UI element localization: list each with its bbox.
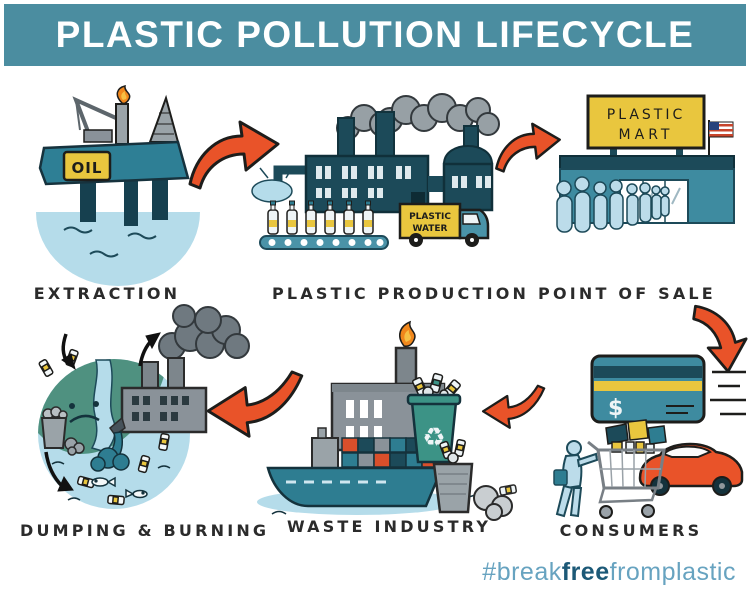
oil-sign-text: OIL xyxy=(72,159,103,177)
conveyor-belt xyxy=(259,235,389,250)
curved-arrow-down-icon xyxy=(692,304,748,373)
rig-legs xyxy=(80,174,168,226)
store-sign-line2: MART xyxy=(619,127,674,143)
point-of-sale-illustration: PLASTIC MART xyxy=(552,92,742,260)
dark-smoke-icon xyxy=(158,304,250,360)
factory-windows xyxy=(316,166,491,198)
cycle-arrows xyxy=(44,332,161,492)
waste-industry-icon: ♻ xyxy=(257,320,518,521)
store-sign-line1: PLASTIC xyxy=(607,107,685,123)
burning-factory xyxy=(120,386,208,434)
extraction-illustration: OIL xyxy=(28,84,208,286)
header-banner: PLASTIC POLLUTION LIFECYCLE xyxy=(4,4,746,66)
shopper-person xyxy=(553,440,599,518)
river xyxy=(90,359,117,453)
stage-label-plastic-production: PLASTIC PRODUCTION xyxy=(272,284,530,303)
plastic-production-illustration: PLASTIC WATER xyxy=(248,92,500,267)
curved-arrow-right-icon xyxy=(188,120,280,190)
dump-trash-can xyxy=(40,406,85,456)
conveyor-rollers xyxy=(268,239,384,246)
shopping-cart-icon xyxy=(587,440,666,519)
arrow-waste-to-dumping xyxy=(198,370,310,448)
stage-label-extraction: EXTRACTION xyxy=(33,284,181,303)
dumping-burning-illustration xyxy=(22,302,250,524)
polluted-earth-icon xyxy=(38,304,250,509)
customer-queue xyxy=(556,176,670,233)
hashtag-bold: free xyxy=(561,558,610,586)
store-icon: PLASTIC MART xyxy=(556,94,735,233)
sad-face xyxy=(69,401,100,424)
trash-can-icon xyxy=(432,438,474,514)
smokestack xyxy=(167,357,185,389)
oil-sign xyxy=(62,150,112,182)
trash-bags xyxy=(473,484,518,521)
arrow-pos-to-consumers xyxy=(690,298,748,376)
truck-text-line2: WATER xyxy=(412,224,447,234)
truck-text-line1: PLASTIC xyxy=(409,212,451,222)
smokestack xyxy=(141,361,159,389)
flag-icon xyxy=(708,120,734,158)
wave-lines xyxy=(51,461,171,501)
curved-arrow-left-icon xyxy=(206,370,304,438)
sea-water xyxy=(36,212,200,286)
factory-icon: PLASTIC WATER xyxy=(251,93,500,250)
fish xyxy=(91,476,148,499)
campaign-hashtag: #breakfreefromplastic xyxy=(482,558,736,587)
stage-label-point-of-sale: POINT OF SALE xyxy=(538,284,716,303)
bottle-row xyxy=(267,200,374,235)
speed-lines xyxy=(710,370,746,416)
stage-label-dumping-burning: DUMPING & BURNING xyxy=(20,521,270,540)
platform xyxy=(38,140,190,186)
derrick-tower xyxy=(148,94,180,143)
credit-card-icon: $ xyxy=(590,354,706,424)
oil-rig-icon: OIL xyxy=(36,84,200,286)
wave-lines xyxy=(63,226,157,258)
delivery-truck: PLASTIC WATER xyxy=(398,202,490,247)
consumers-icon: $ xyxy=(553,354,746,519)
store-roof xyxy=(559,155,735,170)
curved-arrow-right-icon xyxy=(495,122,561,173)
store-sign xyxy=(586,94,706,150)
stage-label-consumers: CONSUMERS xyxy=(559,521,703,540)
pollution-splash xyxy=(251,179,293,203)
arrow-production-to-pos xyxy=(492,112,564,176)
incinerator-stack xyxy=(394,346,418,386)
waste-industry-illustration: ♻ xyxy=(257,320,518,524)
crane-arm xyxy=(72,96,117,143)
pollution-plume xyxy=(90,447,130,472)
incinerator-windows xyxy=(346,400,382,440)
smokestack xyxy=(375,111,395,163)
cart-items xyxy=(605,419,667,454)
dollar-icon: $ xyxy=(608,396,623,421)
page-title: PLASTIC POLLUTION LIFECYCLE xyxy=(55,14,695,55)
arrow-extraction-to-production xyxy=(183,110,285,190)
curved-arrow-left-icon xyxy=(481,384,546,429)
hashtag-suffix: fromplastic xyxy=(609,558,736,586)
consumers-illustration: $ xyxy=(548,350,748,522)
stage-label-waste-industry: WASTE INDUSTRY xyxy=(287,517,492,536)
recycling-bin-icon: ♻ xyxy=(406,372,462,464)
factory-windows xyxy=(132,396,189,421)
hashtag-prefix: #break xyxy=(482,558,562,586)
deck-container xyxy=(83,129,113,143)
flare-stack xyxy=(115,103,129,145)
factory-dome xyxy=(442,145,494,165)
arrow-consumers-to-waste xyxy=(478,383,548,437)
